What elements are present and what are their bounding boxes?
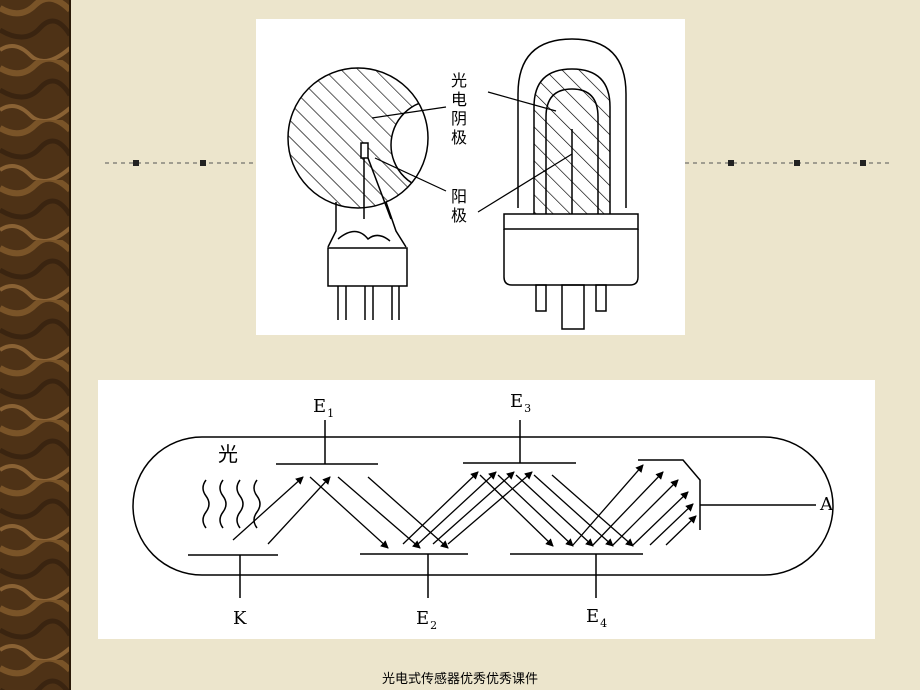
anode-a-label: A — [820, 494, 833, 515]
anode-plate — [638, 459, 701, 530]
cylindrical-phototube — [503, 38, 639, 330]
wood-strip — [0, 0, 70, 690]
light-waves — [202, 479, 261, 529]
spherical-phototube — [287, 67, 429, 320]
dynode-e4-label: E4 — [586, 606, 608, 630]
dynode-e1-label: E1 — [313, 396, 335, 420]
footer-caption: 光电式传感器优秀优秀课件 — [381, 672, 538, 687]
leader-lines — [371, 91, 573, 213]
decorative-dotted-line-left — [105, 160, 256, 166]
dynode-e3-label: E3 — [510, 391, 532, 415]
photomultiplier-drawing — [132, 420, 834, 598]
light-label: 光 — [218, 442, 238, 466]
phototube-figure: 光电阴极 阳极 — [256, 19, 685, 335]
anode-label: 阳极 — [450, 187, 467, 225]
dynode-e2-label: E2 — [416, 608, 438, 632]
photocathode-label: 光电阴极 — [450, 71, 467, 147]
tube-envelope — [132, 436, 834, 576]
electron-paths — [232, 464, 697, 549]
cathode-k-label: K — [233, 608, 247, 629]
photomultiplier-figure: 光 K A E1 E2 E3 E4 — [98, 380, 875, 639]
decorative-dotted-line-right — [685, 160, 890, 166]
phototube-drawing — [287, 38, 639, 330]
